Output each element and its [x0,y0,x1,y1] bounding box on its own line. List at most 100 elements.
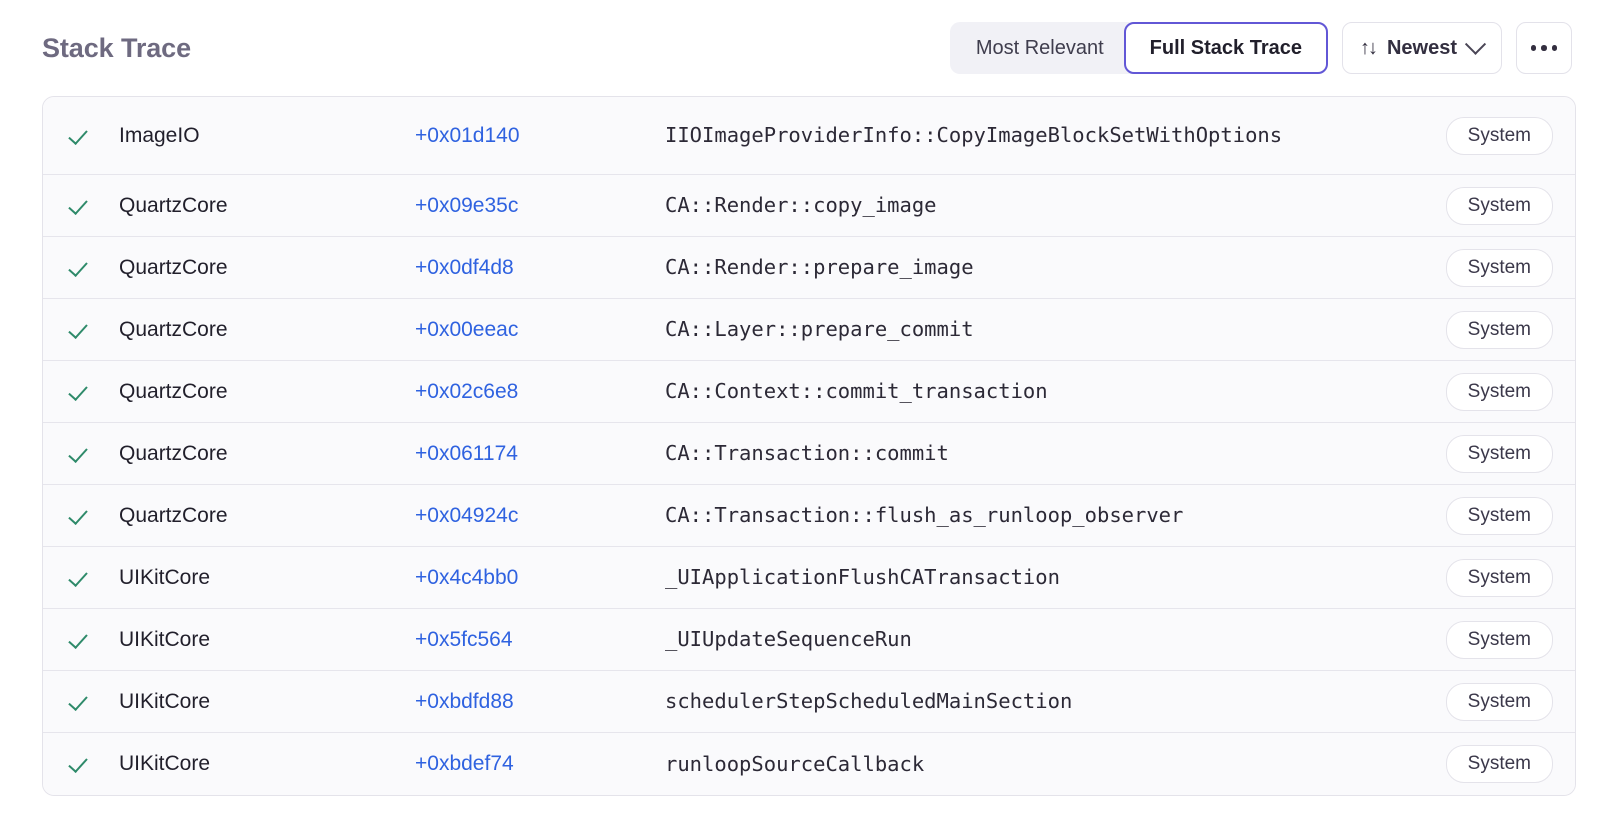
ellipsis-icon-dot [1551,45,1558,51]
status-badge: System [1445,248,1553,287]
status-badge: System [1445,682,1553,721]
row-badge-cell: System [1417,248,1553,287]
sort-button-label: Newest [1386,36,1457,59]
status-badge: System [1445,310,1553,349]
check-icon [69,505,91,527]
table-row[interactable]: UIKitCore +0x5fc564 _UIUpdateSequenceRun Sy… [43,609,1575,671]
address-offset-link[interactable]: +0x09e35c [415,193,519,217]
sort-arrows-icon: ↑↓ [1359,37,1378,59]
row-status-cell [69,195,119,217]
status-badge: System [1445,186,1553,225]
address-offset-link[interactable]: +0x5fc564 [415,627,513,651]
table-row[interactable]: QuartzCore +0x0df4d8 CA::Render::prepare_i… [43,237,1575,299]
row-status-cell [69,125,119,147]
row-status-cell [69,629,119,651]
table-body: ImageIO +0x01d140 IIOImageProviderInfo::Co… [43,97,1575,795]
status-badge: System [1445,496,1553,535]
header-actions: Most Relevant Full Stack Trace ↑↓ Newest [949,22,1572,74]
function-symbol: CA::Render::copy_image [665,193,937,217]
address-offset-link[interactable]: +0x061174 [415,441,518,465]
status-badge: System [1445,434,1553,473]
row-badge-cell: System [1417,558,1553,597]
check-icon [69,691,91,713]
module-name: ImageIO [119,123,200,147]
row-badge-cell: System [1417,620,1553,659]
row-status-cell [69,443,119,465]
tab-most-relevant[interactable]: Most Relevant [949,22,1136,74]
module-name: QuartzCore [119,441,228,465]
module-name: QuartzCore [119,379,228,403]
function-symbol: CA::Render::prepare_image [665,255,974,279]
row-status-cell [69,567,119,589]
table-row[interactable]: QuartzCore +0x061174 CA::Transaction::comm… [43,423,1575,485]
ellipsis-icon-dot [1541,45,1547,51]
row-badge-cell: System [1417,682,1553,721]
function-symbol: CA::Context::commit_transaction [665,379,1048,403]
page-title: Stack Trace [42,32,192,63]
row-badge-cell: System [1417,434,1553,473]
check-icon [69,443,91,465]
table-row[interactable]: QuartzCore +0x09e35c CA::Render::copy_imag… [43,175,1575,237]
address-offset-link[interactable]: +0x04924c [415,503,519,527]
row-badge-cell: System [1417,186,1553,225]
module-name: UIKitCore [119,752,211,775]
function-symbol: _UIUpdateSequenceRun [665,627,912,651]
table-row[interactable]: UIKitCore +0xbdef74 runloopSourceCallback S… [43,733,1575,795]
module-name: QuartzCore [119,317,228,341]
function-symbol: _UIApplicationFlushCATransaction [665,565,1060,589]
table-row[interactable]: UIKitCore +0xbdfd88 schedulerStepScheduled… [43,671,1575,733]
address-offset-link[interactable]: +0xbdfd88 [415,689,514,713]
check-icon [69,567,91,589]
status-badge: System [1445,620,1553,659]
status-badge: System [1445,745,1553,783]
check-icon [69,125,91,147]
module-name: QuartzCore [119,255,228,279]
row-status-cell [69,319,119,341]
address-offset-link[interactable]: +0x4c4bb0 [415,565,519,589]
chevron-down-icon [1464,33,1487,55]
check-icon [69,381,91,403]
module-name: UIKitCore [119,627,211,651]
check-icon [69,195,91,217]
status-badge: System [1445,372,1553,411]
status-badge: System [1445,116,1553,155]
module-name: UIKitCore [119,565,211,589]
module-name: QuartzCore [119,193,228,217]
view-mode-segmented-control[interactable]: Most Relevant Full Stack Trace [949,22,1328,74]
address-offset-link[interactable]: +0x00eeac [415,317,519,341]
more-options-button[interactable] [1516,22,1572,74]
table-row[interactable]: QuartzCore +0x02c6e8 CA::Context::commit_t… [43,361,1575,423]
address-offset-link[interactable]: +0x0df4d8 [415,255,514,279]
table-row[interactable]: QuartzCore +0x00eeac CA::Layer::prepare_co… [43,299,1575,361]
row-badge-cell: System [1417,310,1553,349]
ellipsis-icon-dot [1530,45,1537,51]
module-name: UIKitCore [119,689,211,713]
function-symbol: runloopSourceCallback [665,751,925,776]
row-badge-cell: System [1417,372,1553,411]
address-offset-link[interactable]: +0x02c6e8 [415,379,519,403]
table-row[interactable]: ImageIO +0x01d140 IIOImageProviderInfo::Co… [43,97,1575,175]
function-symbol: IIOImageProviderInfo::CopyImageBlockSetW… [665,123,1283,147]
row-badge-cell: System [1417,116,1553,155]
check-icon [69,257,91,279]
table-row[interactable]: UIKitCore +0x4c4bb0 _UIApplicationFlushCAT… [43,547,1575,609]
row-status-cell [69,381,119,403]
check-icon [69,629,91,651]
row-badge-cell: System [1417,496,1553,535]
function-symbol: CA::Layer::prepare_commit [665,317,974,341]
address-offset-link[interactable]: +0xbdef74 [415,752,514,775]
function-symbol: schedulerStepScheduledMainSection [665,689,1073,713]
check-icon [69,319,91,341]
function-symbol: CA::Transaction::flush_as_runloop_observ… [665,503,1184,527]
row-status-cell [69,505,119,527]
address-offset-link[interactable]: +0x01d140 [415,123,520,147]
row-badge-cell: System [1417,745,1553,783]
row-status-cell [69,257,119,279]
tab-full-stack-trace[interactable]: Full Stack Trace [1123,22,1328,74]
status-badge: System [1445,558,1553,597]
sort-button[interactable]: ↑↓ Newest [1341,22,1502,74]
function-symbol: CA::Transaction::commit [665,441,949,465]
row-status-cell [69,691,119,713]
